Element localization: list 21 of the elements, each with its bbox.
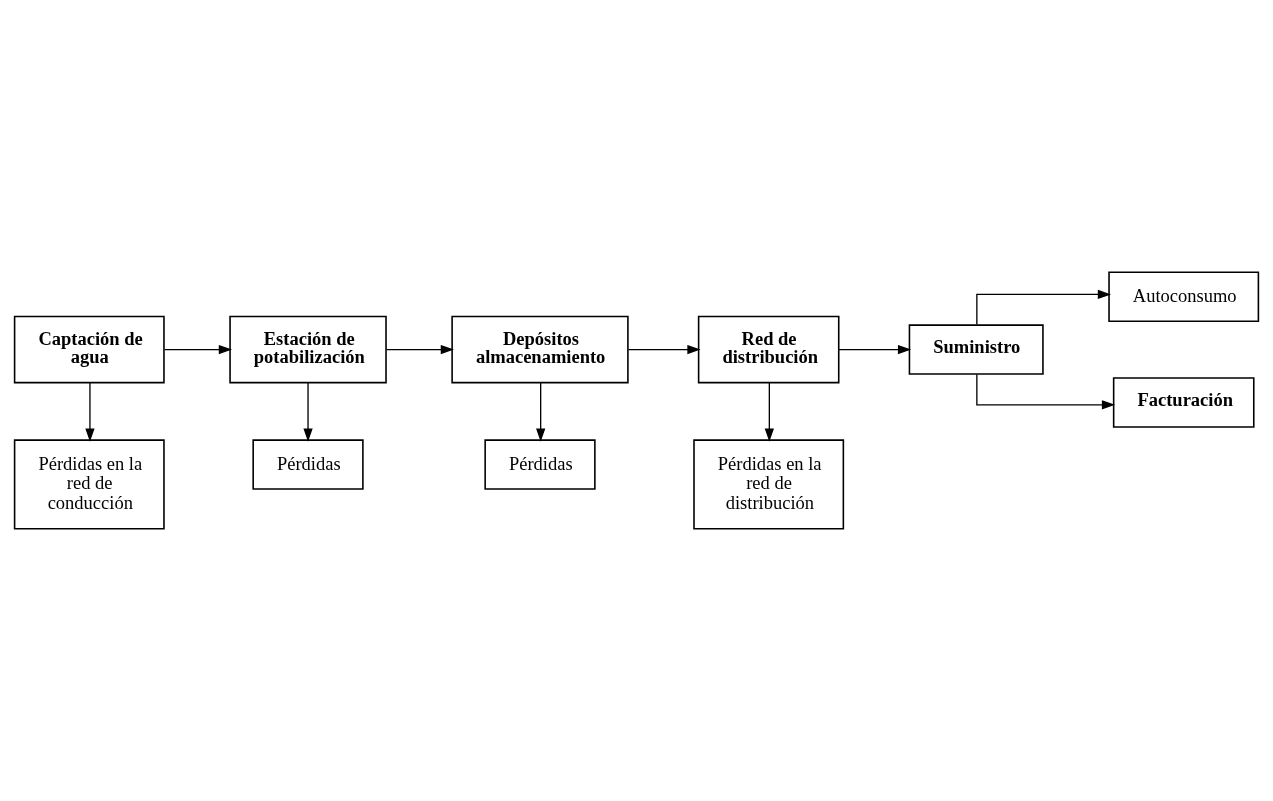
- arrow: [85, 382, 95, 442]
- arrow: [976, 289, 1112, 326]
- node-box: Suministro: [908, 324, 1044, 375]
- node-box: Red de distribución: [697, 315, 840, 384]
- arrow: [163, 344, 232, 355]
- node-box: Depósitos almacenamiento: [451, 315, 629, 384]
- arrow: [303, 382, 313, 442]
- arrow: [627, 344, 701, 355]
- node-box: Estación de potabilización: [229, 315, 387, 384]
- node-box: Pérdidas en la red de conducción: [13, 439, 165, 530]
- node-box: Facturación: [1112, 377, 1255, 428]
- node-box: Pérdidas: [252, 439, 364, 490]
- arrow: [536, 382, 546, 442]
- arrow: [764, 382, 774, 442]
- arrow: [976, 373, 1116, 410]
- node-box: Autoconsumo: [1108, 271, 1260, 322]
- node-box: Captación de agua: [13, 315, 165, 384]
- node-box: Pérdidas en la red de distribución: [693, 439, 845, 530]
- arrow: [838, 344, 912, 355]
- arrow: [385, 344, 454, 355]
- node-box: Pérdidas: [484, 439, 596, 490]
